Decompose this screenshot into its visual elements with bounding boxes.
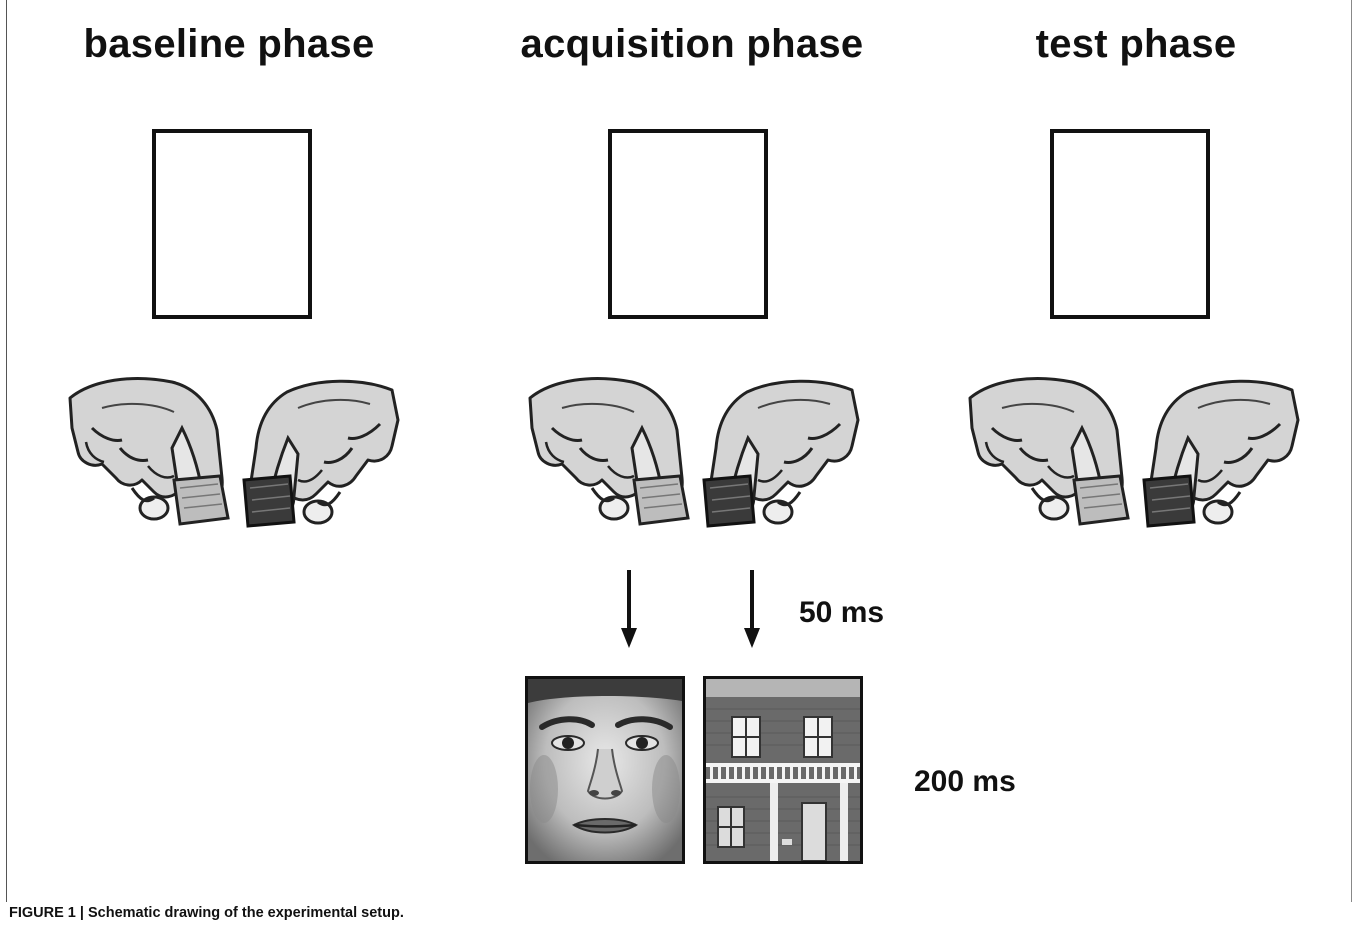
acquisition-phase-title: acquisition phase [520,22,864,66]
acquisition-hands-illustration [528,377,860,528]
down-arrow-icon [744,570,760,648]
face-stimulus-image [525,676,685,864]
left-hand-icon [68,377,230,526]
house-stimulus-image [703,676,863,864]
figure-caption: FIGURE 1 | Schematic drawing of the expe… [9,905,404,921]
stimulus-duration-label: 200 ms [914,765,1016,798]
baseline-screen [152,129,312,319]
baseline-phase-title: baseline phase [83,22,375,66]
right-hand-icon [702,379,860,528]
down-arrow-icon [621,570,637,648]
test-phase-title: test phase [1035,22,1237,66]
test-screen [1050,129,1210,319]
left-hand-icon [528,377,690,526]
acquisition-screen [608,129,768,319]
figure-frame [6,0,1352,902]
right-hand-icon [1142,379,1300,528]
test-hands-illustration [968,377,1300,528]
right-hand-icon [242,379,400,528]
left-hand-icon [968,377,1130,526]
baseline-hands-illustration [68,377,400,528]
response-delay-label: 50 ms [799,596,885,629]
